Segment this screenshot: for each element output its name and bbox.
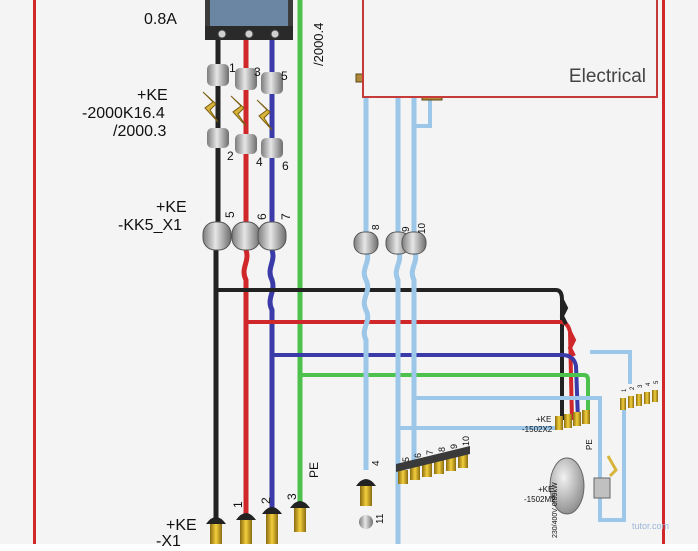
- supply-terminal-block: [205, 0, 293, 40]
- terminal-number: 5: [223, 211, 237, 218]
- breaker-output-number: 4: [256, 155, 263, 169]
- breaker-outputs: [207, 128, 283, 158]
- pe-label: PE: [307, 461, 321, 478]
- control-terminal-number: 9: [401, 226, 412, 232]
- watermark: tutor.com: [632, 521, 670, 531]
- control-terminal-number: 8: [371, 224, 382, 230]
- frame-border-right: [662, 0, 665, 544]
- breaker-id-label: -2000K16.4: [82, 105, 165, 122]
- bottom-terminal-number: 1: [231, 501, 245, 508]
- terminal-block-row: [396, 446, 470, 484]
- block-terminal-number: 10: [461, 435, 471, 446]
- bottom-id-label: -X1: [156, 533, 181, 550]
- low-terminal-number: 11: [375, 513, 386, 524]
- breaker-output-number: 6: [282, 159, 289, 173]
- breaker-input-number: 5: [281, 69, 288, 83]
- small-block-number: 3: [638, 384, 644, 388]
- cross-reference-label: /2000.4: [311, 22, 326, 66]
- small-block-number: 5: [654, 380, 660, 384]
- breaker-output-number: 2: [227, 149, 234, 163]
- distribution-busses: [216, 288, 590, 421]
- motor-assembly: [549, 390, 658, 515]
- breaker-input-number: 1: [229, 61, 236, 75]
- bottom-terminal-number: 3: [285, 493, 299, 500]
- block-terminal-number: 7: [425, 449, 435, 455]
- terminal-block-location-label: +KE: [536, 415, 552, 424]
- block-terminal-number: 9: [449, 443, 459, 449]
- control-terminal-number: 10: [417, 222, 428, 234]
- block-terminal-number: 5: [401, 456, 411, 462]
- bottom-terminals: [206, 479, 376, 544]
- terminal-block-id-label: -1502X2: [522, 425, 553, 434]
- title-box: Electrical: [362, 0, 658, 98]
- block-terminal-number: 6: [413, 452, 423, 458]
- motor-location-label: +KE: [538, 485, 554, 494]
- low-terminal-number: 4: [371, 460, 382, 466]
- frame-border-left: [33, 0, 36, 544]
- circuit-breaker-contacts: [202, 91, 273, 131]
- breaker-page-label: /2000.3: [113, 123, 167, 140]
- small-block-number: 4: [646, 382, 652, 386]
- block-terminal-number: 8: [437, 446, 447, 452]
- terminal-number: 7: [279, 213, 293, 220]
- page-title: Electrical: [568, 66, 646, 87]
- current-rating-label: 0.8A: [144, 11, 177, 28]
- motor-rating-label: 230/400V 0.09kW: [552, 482, 559, 538]
- terminal-row: [202, 221, 427, 255]
- small-block-number: 1: [622, 388, 628, 392]
- breaker-inputs: [207, 64, 283, 94]
- terminal-location-label: +KE: [156, 199, 187, 216]
- small-block-number: 2: [630, 386, 636, 390]
- bottom-location-label: +KE: [166, 517, 197, 534]
- pe-small-label: PE: [585, 439, 594, 450]
- terminal-id-label: -KK5_X1: [118, 217, 183, 234]
- bottom-terminal-number: 2: [259, 497, 273, 504]
- terminal-number: 6: [255, 213, 269, 220]
- motor-id-label: -1502M2: [524, 495, 556, 504]
- breaker-input-number: 3: [254, 65, 261, 79]
- breaker-location-label: +KE: [137, 87, 168, 104]
